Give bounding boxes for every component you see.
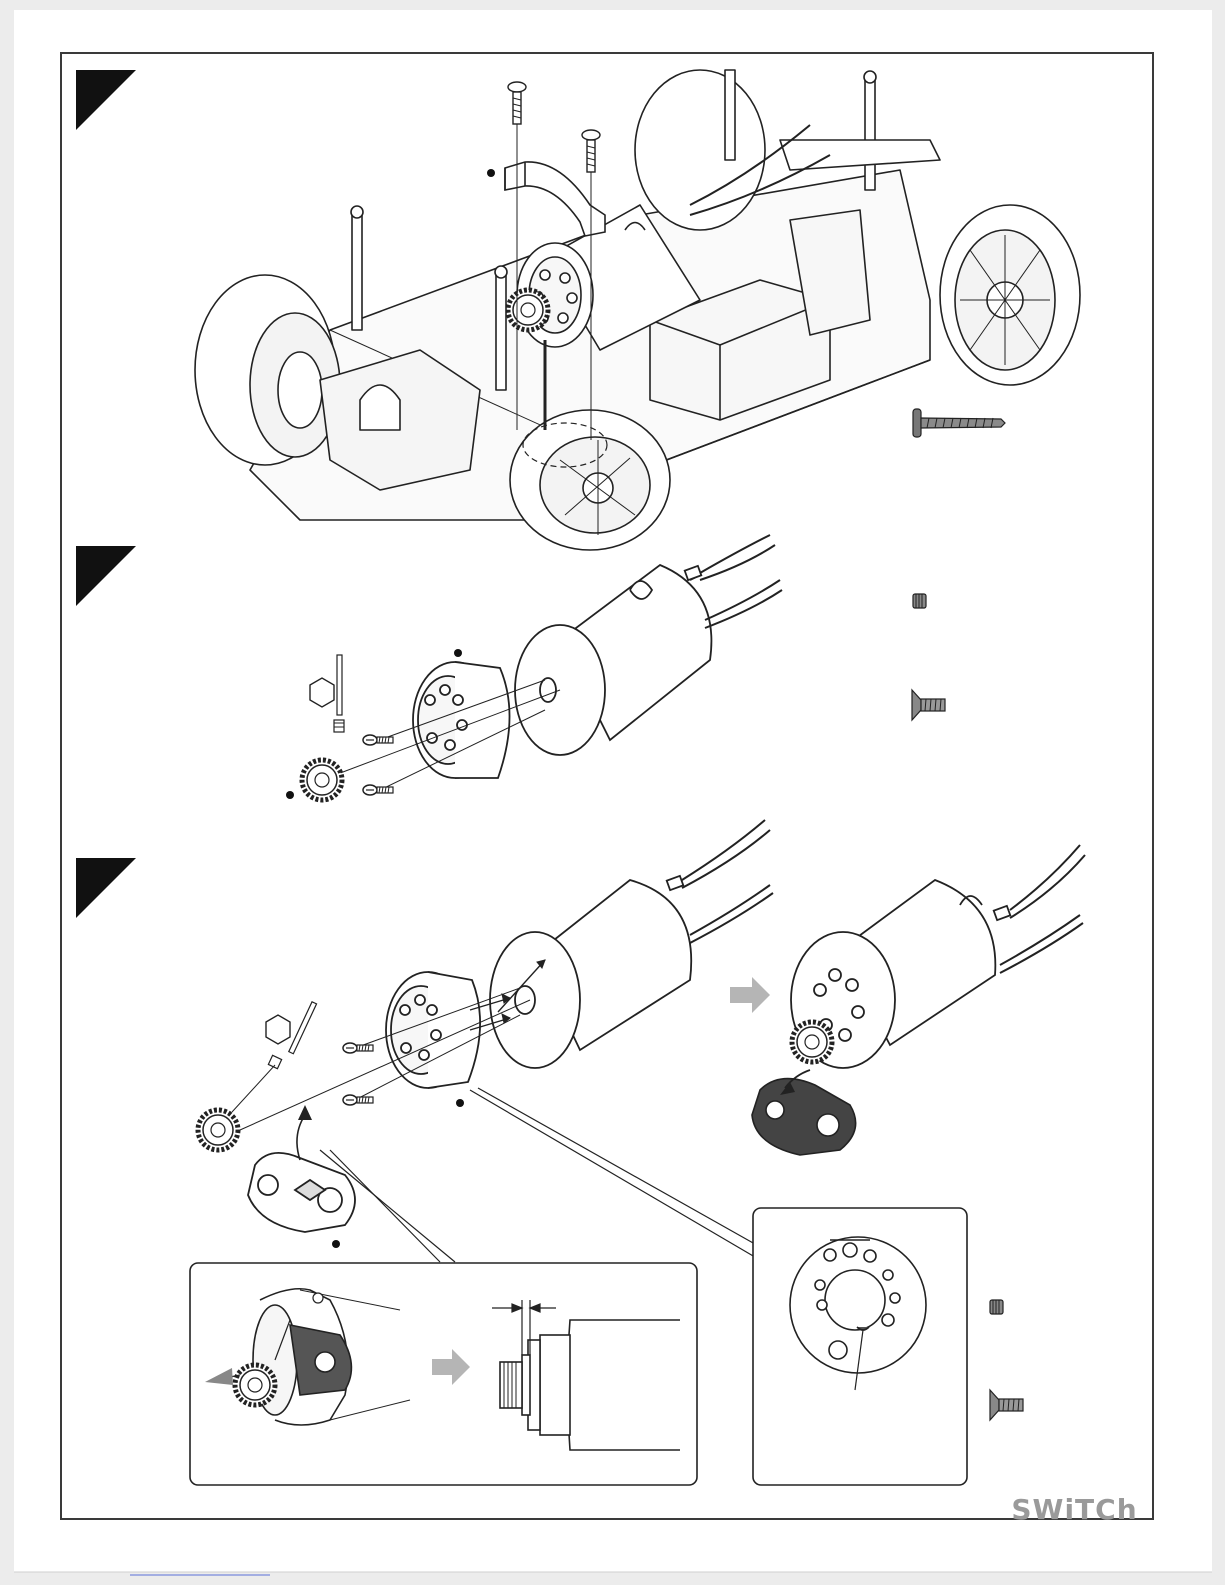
step-3-motor-mount [386,972,480,1088]
callout-set-screw-icon [990,1300,1003,1314]
brand-logo: SWiTCh [1012,1493,1137,1525]
motor-mount-icon [413,662,510,778]
set-screw-icon [913,594,926,608]
pinion-gear-icon [508,290,548,330]
